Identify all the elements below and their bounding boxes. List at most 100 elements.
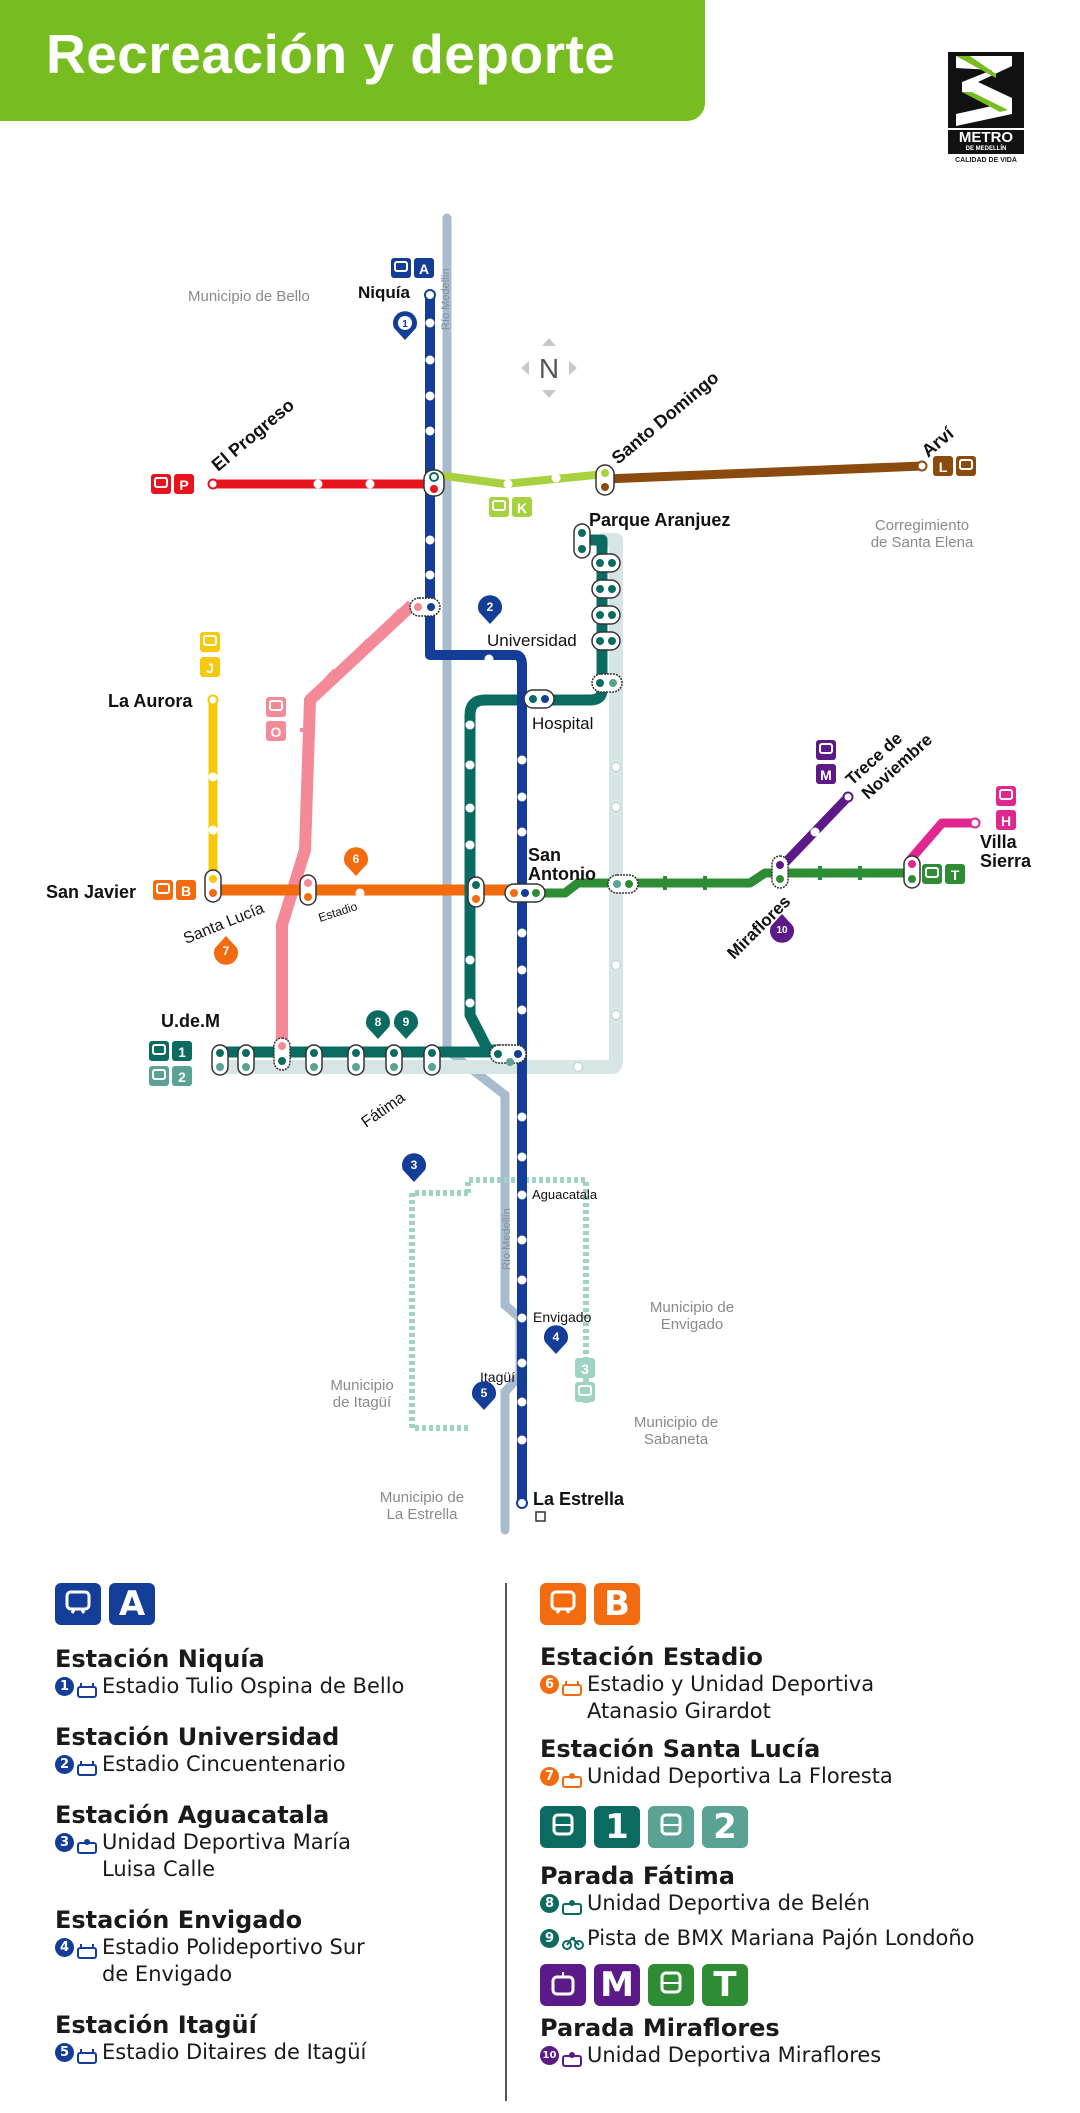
station-label-santo-domingo: Santo Domingo bbox=[608, 367, 723, 468]
legend-item-text-cont: Luisa Calle bbox=[102, 1857, 216, 1881]
badge-line-B-map: B bbox=[153, 880, 196, 900]
station-dot bbox=[425, 535, 435, 545]
station-dot bbox=[517, 965, 527, 975]
pin-number: 5 bbox=[55, 2043, 74, 2062]
badge-line-L-map: L bbox=[933, 456, 976, 476]
station-label-san-antonio-1: San bbox=[528, 845, 561, 865]
sports-complex-icon bbox=[77, 1834, 97, 1854]
station-label-el-progreso: El Progreso bbox=[208, 395, 298, 475]
pin-1: 1 bbox=[393, 311, 417, 340]
station-label-universidad: Universidad bbox=[487, 631, 577, 650]
legend-group-niquia: Estación Niquía 1 Estadio Tulio Ospina d… bbox=[55, 1645, 495, 1700]
line-A-path bbox=[425, 295, 527, 1500]
svg-text:3: 3 bbox=[581, 1361, 589, 1377]
svg-text:H: H bbox=[1001, 813, 1011, 829]
legend-item-text: Estadio Polideportivo Sur bbox=[102, 1935, 365, 1959]
line-K-path bbox=[429, 470, 606, 488]
tram-icon bbox=[540, 1806, 586, 1848]
legend-item-text: Unidad Deportiva La Floresta bbox=[587, 1764, 893, 1788]
station-dot bbox=[517, 1358, 527, 1368]
cable-car-icon bbox=[540, 1964, 586, 2006]
station-dot bbox=[517, 928, 527, 938]
legend-title: Parada Miraflores bbox=[540, 2014, 780, 2042]
station-dot bbox=[517, 1112, 527, 1122]
station-dot bbox=[517, 755, 527, 765]
svg-text:2: 2 bbox=[487, 600, 494, 614]
pin-7: 7 bbox=[214, 936, 238, 965]
pin-number: 6 bbox=[540, 1675, 559, 1694]
legend-item-text: Estadio Cincuentenario bbox=[102, 1752, 346, 1776]
badge-line-O-map: O bbox=[266, 697, 286, 741]
stadium-icon bbox=[77, 1678, 97, 1698]
station-dot bbox=[517, 1435, 527, 1445]
region-labels: Municipio de Bello Corregimiento de Sant… bbox=[188, 288, 974, 1523]
station-label-villa-sierra-2: Sierra bbox=[980, 851, 1032, 871]
station-label-niquia: Niquía bbox=[358, 283, 410, 302]
legend-group-envigado: Estación Envigado 4 Estadio Polideportiv… bbox=[55, 1906, 495, 1988]
badge-line-J-map: J bbox=[200, 632, 220, 677]
svg-text:L: L bbox=[939, 459, 948, 475]
badge-line-A-map: A bbox=[391, 258, 434, 278]
svg-text:8: 8 bbox=[375, 1015, 382, 1029]
pin-10: 10 bbox=[770, 914, 794, 943]
pin-3: 3 bbox=[402, 1153, 426, 1182]
legend-group-aguacatala: Estación Aguacatala 3 Unidad Deportiva M… bbox=[55, 1801, 495, 1883]
compass-north-label: N bbox=[539, 353, 559, 384]
legend-item-text: Estadio Ditaires de Itagüí bbox=[102, 2040, 367, 2064]
pin-5: 5 bbox=[472, 1381, 496, 1410]
legend-item: 9 Pista de BMX Mariana Pajón Londoño bbox=[540, 1925, 1060, 1952]
river-medellin bbox=[442, 213, 525, 1535]
station-label-udem: U.de.M bbox=[161, 1011, 220, 1031]
sports-complex-icon bbox=[562, 2047, 582, 2067]
legend-group-itagui: Estación Itagüí 5 Estadio Ditaires de It… bbox=[55, 2011, 495, 2066]
transfer-inner-dots bbox=[207, 460, 981, 1071]
sports-complex-icon bbox=[562, 1895, 582, 1915]
sports-complex-icon bbox=[562, 1768, 582, 1788]
legend-group-estadio: Estación Estadio 6 Estadio y Unidad Depo… bbox=[540, 1643, 1060, 1725]
region-bello: Municipio de Bello bbox=[188, 288, 310, 305]
legend-title: Estación Aguacatala bbox=[55, 1801, 330, 1829]
line-A-badge: A bbox=[109, 1583, 155, 1625]
legend-title: Parada Fátima bbox=[540, 1862, 735, 1890]
legend-title: Estación Universidad bbox=[55, 1723, 340, 1751]
legend-item-text: Unidad Deportiva Miraflores bbox=[587, 2043, 882, 2067]
line-M-badge: M bbox=[594, 1964, 640, 2006]
line-2-badge: 2 bbox=[702, 1806, 748, 1848]
badge-line-2-map: 2 bbox=[149, 1066, 192, 1086]
legend-right: B Estación Estadio 6 Estadio y Unidad De… bbox=[540, 1583, 1060, 2069]
legend-item: 8 Unidad Deportiva de Belén bbox=[540, 1890, 1060, 1917]
legend-title: Estación Estadio bbox=[540, 1643, 763, 1671]
region-itagui-2: de Itagüí bbox=[333, 1394, 392, 1411]
station-dot bbox=[517, 827, 527, 837]
pin-number: 7 bbox=[540, 1767, 559, 1786]
station-label-san-javier: San Javier bbox=[46, 882, 136, 902]
badge-line-K-map: K bbox=[489, 497, 532, 517]
station-dot bbox=[517, 1190, 527, 1200]
badge-line-3-map: 3 bbox=[575, 1358, 595, 1402]
legend-item: 2 Estadio Cincuentenario bbox=[55, 1751, 495, 1778]
svg-text:A: A bbox=[419, 261, 429, 277]
badge-line-H-map: H bbox=[996, 786, 1016, 830]
svg-text:O: O bbox=[271, 724, 282, 740]
pin-2: 2 bbox=[478, 595, 502, 624]
pin-number: 3 bbox=[55, 1833, 74, 1852]
region-la-estrella-2: La Estrella bbox=[387, 1506, 459, 1523]
station-dot bbox=[517, 1235, 527, 1245]
legend-item-text: Unidad Deportiva de Belén bbox=[587, 1891, 870, 1915]
legend-badges-B: B bbox=[540, 1583, 1060, 1627]
region-envigado-1: Municipio de bbox=[650, 1299, 734, 1316]
legend-group-miraflores: Parada Miraflores 10 Unidad Deportiva Mi… bbox=[540, 2014, 1060, 2069]
region-itagui-1: Municipio bbox=[330, 1377, 393, 1394]
map-line-badges: A P K L J O B M bbox=[149, 258, 1016, 1402]
metro-train-icon bbox=[55, 1583, 101, 1625]
station-label-villa-sierra-1: Villa bbox=[980, 832, 1018, 852]
stadium-icon bbox=[562, 1676, 582, 1696]
legend-title: Estación Envigado bbox=[55, 1906, 303, 1934]
page-title: Recreación y deporte bbox=[46, 23, 616, 85]
legend-divider bbox=[505, 1583, 507, 2101]
region-santa-elena-1: Corregimiento bbox=[875, 517, 969, 534]
legend-title: Estación Niquía bbox=[55, 1645, 265, 1673]
station-label-aguacatala: Aguacatala bbox=[532, 1187, 598, 1202]
